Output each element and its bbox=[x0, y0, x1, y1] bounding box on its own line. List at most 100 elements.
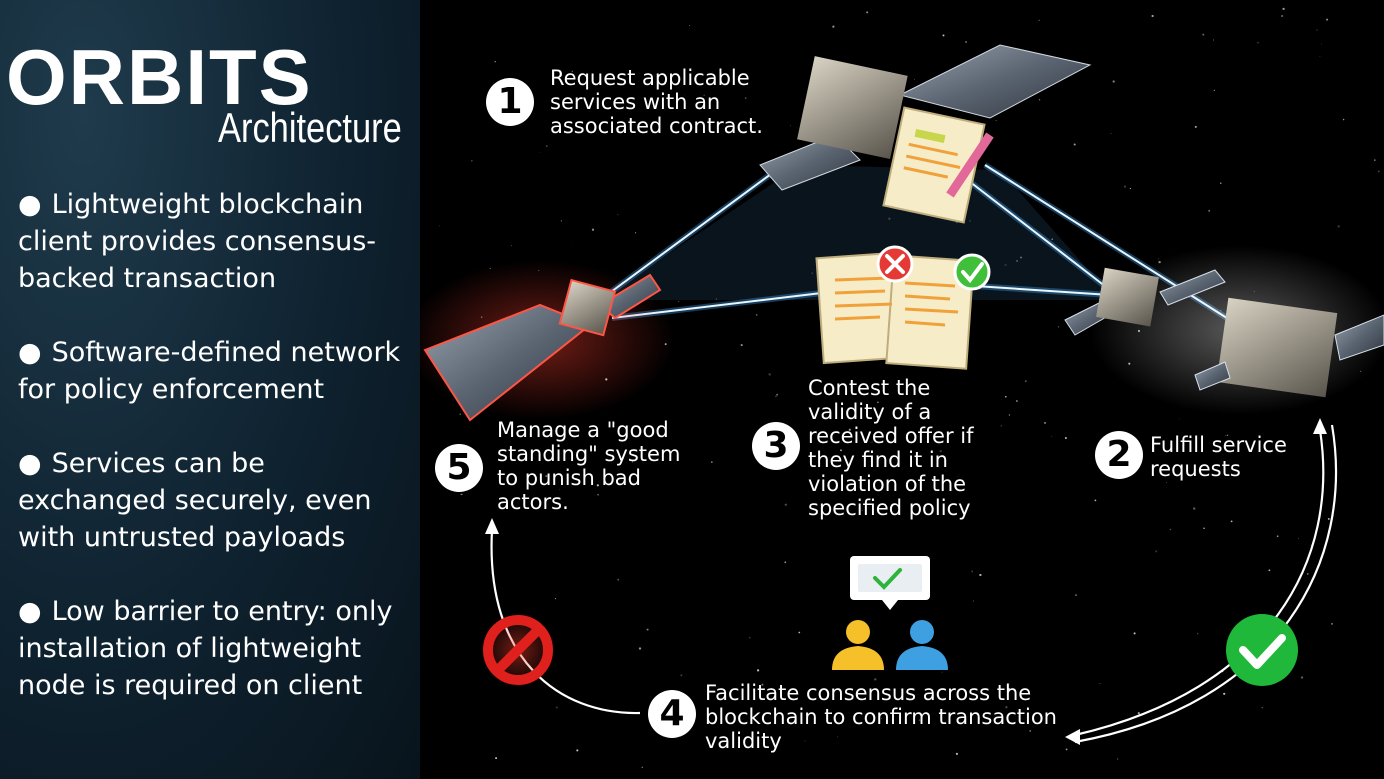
speech-bubble-check-icon bbox=[850, 556, 930, 610]
star bbox=[1016, 260, 1019, 262]
star bbox=[1261, 706, 1263, 709]
star bbox=[596, 484, 599, 487]
step-1-line: associated contract. bbox=[550, 114, 763, 138]
star bbox=[617, 128, 620, 131]
star bbox=[756, 669, 760, 672]
star bbox=[1326, 18, 1329, 21]
star bbox=[798, 631, 801, 634]
star bbox=[768, 373, 771, 376]
star bbox=[597, 494, 599, 496]
star bbox=[1099, 683, 1101, 684]
star bbox=[1327, 517, 1330, 520]
star bbox=[1166, 482, 1167, 483]
arrow-head bbox=[1313, 418, 1327, 434]
satellite-icon bbox=[1194, 297, 1384, 398]
star bbox=[1155, 550, 1158, 553]
star bbox=[1169, 528, 1172, 531]
star bbox=[545, 475, 548, 478]
step-2-number: 2 bbox=[1095, 431, 1143, 479]
star bbox=[678, 301, 680, 303]
star bbox=[1202, 33, 1205, 36]
check-circle-icon bbox=[1226, 614, 1298, 686]
star bbox=[545, 145, 548, 147]
star bbox=[680, 674, 683, 677]
star bbox=[1276, 535, 1279, 538]
star bbox=[1208, 209, 1211, 212]
star bbox=[811, 272, 813, 274]
star bbox=[571, 70, 573, 72]
left-panel: ORBITS Architecture ●Lightweight blockch… bbox=[0, 0, 420, 779]
step-3-line: violation of the bbox=[808, 472, 967, 496]
logo-title: ORBITS bbox=[6, 33, 313, 121]
arrow-head bbox=[485, 518, 499, 534]
star bbox=[539, 152, 541, 153]
star bbox=[460, 492, 463, 495]
step-5-number: 5 bbox=[435, 444, 483, 492]
star bbox=[965, 41, 968, 43]
star bbox=[470, 159, 473, 162]
star bbox=[1373, 159, 1376, 161]
star bbox=[775, 395, 777, 398]
star bbox=[1075, 594, 1077, 596]
star bbox=[554, 597, 557, 600]
star bbox=[1051, 238, 1054, 241]
star bbox=[689, 25, 690, 26]
satellite-icon bbox=[759, 44, 1092, 191]
star bbox=[848, 428, 851, 431]
bullet-text: Software-defined network for policy enfo… bbox=[18, 337, 401, 405]
star bbox=[683, 94, 685, 96]
star bbox=[784, 503, 787, 506]
star bbox=[995, 119, 997, 121]
star bbox=[761, 683, 764, 686]
star bbox=[840, 449, 842, 452]
star bbox=[1193, 507, 1196, 510]
bullet-item: ●Software-defined network for policy enf… bbox=[18, 334, 413, 408]
step-1-line: services with an bbox=[550, 90, 721, 114]
star bbox=[1053, 214, 1054, 215]
step-4-line: validity bbox=[705, 729, 782, 753]
star bbox=[1129, 187, 1132, 190]
star bbox=[1008, 683, 1010, 685]
star bbox=[1225, 435, 1227, 436]
star bbox=[1123, 185, 1127, 188]
star bbox=[1016, 400, 1018, 402]
star bbox=[1133, 632, 1136, 635]
step-2-label: Fulfill service requests bbox=[1150, 433, 1287, 481]
star bbox=[710, 461, 713, 463]
step-4-line: Facilitate consensus across the bbox=[705, 681, 1032, 705]
star bbox=[931, 478, 934, 481]
star bbox=[939, 449, 942, 453]
star bbox=[641, 766, 643, 768]
star bbox=[877, 401, 879, 403]
star bbox=[836, 736, 838, 738]
step-3-line: Contest the bbox=[808, 376, 931, 400]
star bbox=[1282, 7, 1285, 11]
star bbox=[1331, 623, 1333, 625]
star bbox=[1000, 425, 1002, 427]
star bbox=[1223, 692, 1226, 695]
step-3-line: they find it in bbox=[808, 448, 948, 472]
star bbox=[888, 217, 891, 220]
satellite-icon bbox=[1064, 267, 1226, 336]
star bbox=[1268, 569, 1271, 572]
star bbox=[1039, 99, 1041, 101]
step-3-number: 3 bbox=[752, 422, 800, 470]
logo-subtitle: Architecture bbox=[218, 104, 402, 151]
star bbox=[1319, 56, 1321, 58]
step-4-line: blockchain to confirm transaction bbox=[705, 705, 1057, 729]
star bbox=[638, 647, 642, 650]
star bbox=[1197, 633, 1199, 635]
contract-document-icon bbox=[882, 106, 994, 224]
star bbox=[559, 489, 561, 490]
star bbox=[1377, 170, 1380, 173]
step-5-line: standing" system bbox=[497, 442, 681, 466]
star bbox=[1321, 43, 1322, 45]
star bbox=[1044, 421, 1046, 424]
star bbox=[560, 220, 563, 222]
star bbox=[824, 490, 826, 492]
star bbox=[646, 628, 649, 631]
star bbox=[784, 561, 787, 564]
bullet-item: ●Lightweight blockchain client provides … bbox=[18, 186, 413, 297]
step-5-line: Manage a "good bbox=[497, 418, 669, 442]
